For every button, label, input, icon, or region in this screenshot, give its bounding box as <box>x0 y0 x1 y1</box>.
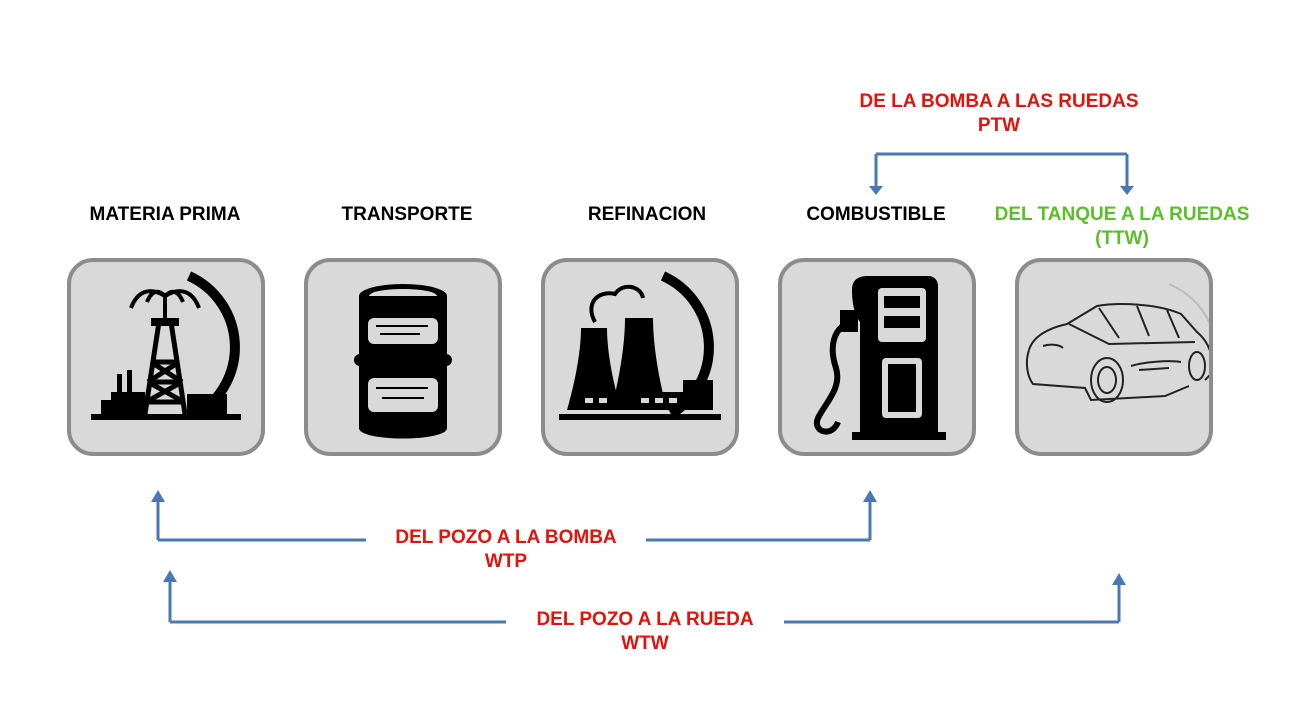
stage-label-refinacion: REFINACION <box>587 204 707 225</box>
ttw-label: DEL TANQUE A LA RUEDAS (TTW) <box>968 203 1276 251</box>
ttw-title: DEL TANQUE A LA RUEDAS <box>994 204 1250 225</box>
tile-materia-prima <box>67 258 265 456</box>
stage-label-materia-prima: MATERIA PRIMA <box>89 204 241 225</box>
tile-refinacion <box>541 258 739 456</box>
wtw-title: DEL POZO A LA RUEDA <box>536 609 754 630</box>
stage-label-transporte: TRANSPORTE <box>341 204 473 225</box>
ptw-label: DE LA BOMBA A LAS RUEDAS PTW <box>838 90 1160 138</box>
wtp-label: DEL POZO A LA BOMBA WTP <box>366 526 646 574</box>
refinery-icon <box>559 271 721 420</box>
fuel-pump-icon <box>813 276 946 440</box>
oil-barrel-icon <box>354 284 452 439</box>
stage-label-combustible: COMBUSTIBLE <box>806 204 946 225</box>
ptw-arrow <box>874 152 1129 188</box>
ptw-abbr: PTW <box>977 115 1021 136</box>
wtw-label: DEL POZO A LA RUEDA WTW <box>506 608 784 656</box>
wtp-title: DEL POZO A LA BOMBA <box>395 527 617 548</box>
car-icon <box>1025 283 1209 403</box>
ttw-abbr: (TTW) <box>1095 228 1149 249</box>
tile-combustible <box>778 258 976 456</box>
tile-transporte <box>304 258 502 456</box>
ptw-title: DE LA BOMBA A LAS RUEDAS <box>859 91 1139 112</box>
wtw-abbr: WTW <box>621 633 669 654</box>
wtp-abbr: WTP <box>484 551 528 572</box>
oil-well-icon <box>91 271 241 420</box>
tile-vehiculo <box>1015 258 1213 456</box>
